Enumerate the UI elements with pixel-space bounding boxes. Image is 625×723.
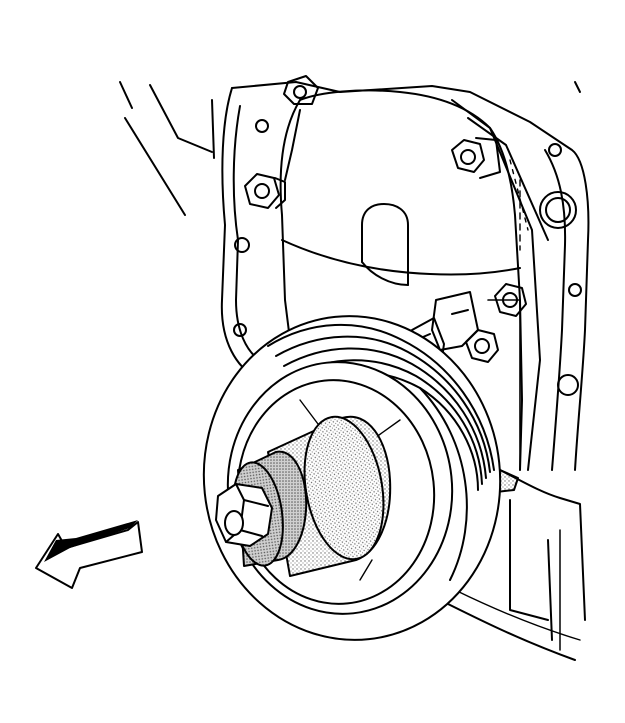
front-cover-flange — [220, 81, 590, 471]
bolt-lower-right — [465, 329, 499, 363]
timing-cover — [279, 89, 549, 471]
bolt-top — [283, 75, 319, 105]
bolt-right — [494, 283, 527, 317]
cover-bolts — [244, 75, 527, 363]
arrow-left-down-icon — [35, 520, 143, 589]
bolt-left — [244, 173, 286, 209]
balancer-installer-tool — [215, 415, 392, 577]
bolt-upper-right — [451, 137, 501, 179]
engine-block-edges — [119, 81, 581, 216]
